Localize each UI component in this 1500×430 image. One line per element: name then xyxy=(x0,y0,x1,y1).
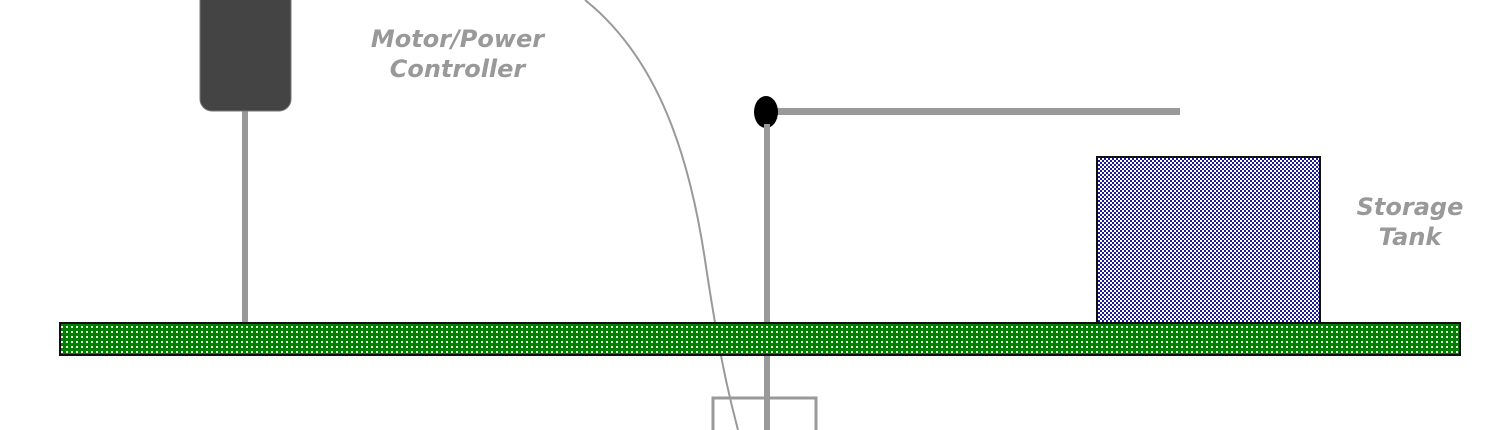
storage-tank-icon xyxy=(1096,156,1321,325)
well-pipe xyxy=(764,122,770,430)
label-line: Controller xyxy=(389,55,526,83)
ground-surface xyxy=(59,322,1461,356)
float-arm xyxy=(774,108,1180,115)
label-line: Storage xyxy=(1356,193,1464,221)
controller-pole xyxy=(242,108,248,324)
motor-controller-label: Motor/Power Controller xyxy=(350,24,565,84)
motor-controller-icon xyxy=(199,0,292,112)
well-pipe-top xyxy=(764,124,770,130)
power-cable xyxy=(584,0,739,430)
label-line: Motor/Power xyxy=(370,25,545,53)
float-valve-icon xyxy=(754,96,778,128)
storage-tank-label: Storage Tank xyxy=(1350,192,1470,252)
label-line: Tank xyxy=(1378,223,1442,251)
